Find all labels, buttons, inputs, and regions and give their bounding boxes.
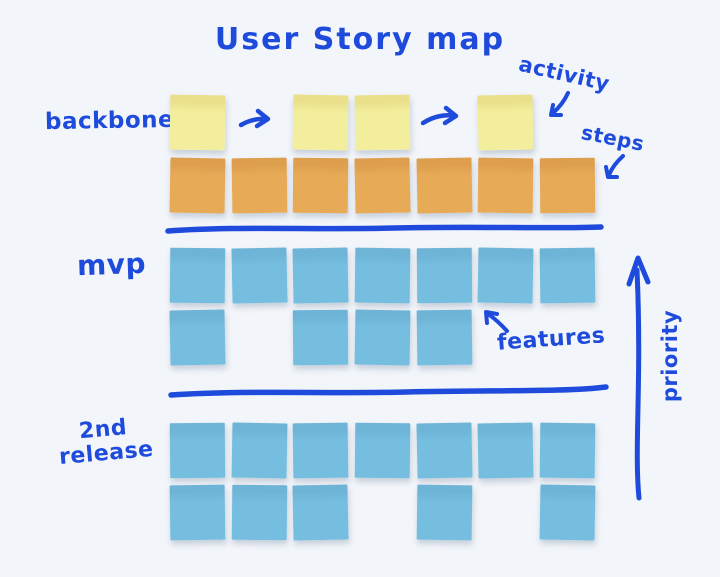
sticky-note: [169, 422, 226, 479]
sticky-note: [416, 309, 473, 366]
sticky-note: [169, 484, 226, 541]
separator-line: [165, 220, 605, 238]
activity-pointer-arrow-icon: [544, 90, 572, 122]
sticky-note: [354, 247, 411, 304]
priority-arrow-icon: [626, 252, 654, 502]
sticky-note: [292, 484, 349, 541]
sticky-note: [231, 484, 288, 541]
diagram-title: User Story map: [214, 22, 506, 57]
flow-arrow-right-icon: [238, 106, 276, 134]
sticky-note: [292, 422, 349, 479]
sticky-note: [292, 309, 349, 366]
sticky-note: [169, 94, 226, 151]
features-pointer-arrow-icon: [482, 308, 510, 334]
sticky-note: [539, 422, 596, 479]
sticky-note: [169, 157, 226, 214]
sticky-note: [292, 157, 349, 214]
sticky-note: [539, 484, 596, 541]
sticky-note: [539, 157, 596, 214]
sticky-note: [416, 157, 473, 214]
steps-pointer-arrow-icon: [601, 153, 629, 185]
sticky-note: [477, 247, 534, 304]
sticky-note: [292, 247, 349, 304]
sticky-note: [477, 157, 534, 214]
sticky-note: [169, 247, 226, 304]
sticky-note: [231, 247, 288, 304]
sticky-note: [539, 247, 596, 304]
sticky-note: [292, 94, 349, 151]
sticky-note: [416, 422, 473, 479]
sticky-note: [477, 94, 534, 151]
sticky-note: [354, 309, 411, 366]
sticky-note: [354, 94, 411, 151]
sticky-note: [416, 247, 473, 304]
sticky-note: [169, 309, 226, 366]
sticky-note: [354, 422, 411, 479]
flow-arrow-right-icon: [420, 102, 466, 132]
sticky-note: [231, 157, 288, 214]
sticky-note: [416, 484, 473, 541]
separator-line: [167, 382, 611, 402]
sticky-note: [231, 422, 288, 479]
sticky-note: [354, 157, 411, 214]
sticky-note: [477, 422, 534, 479]
